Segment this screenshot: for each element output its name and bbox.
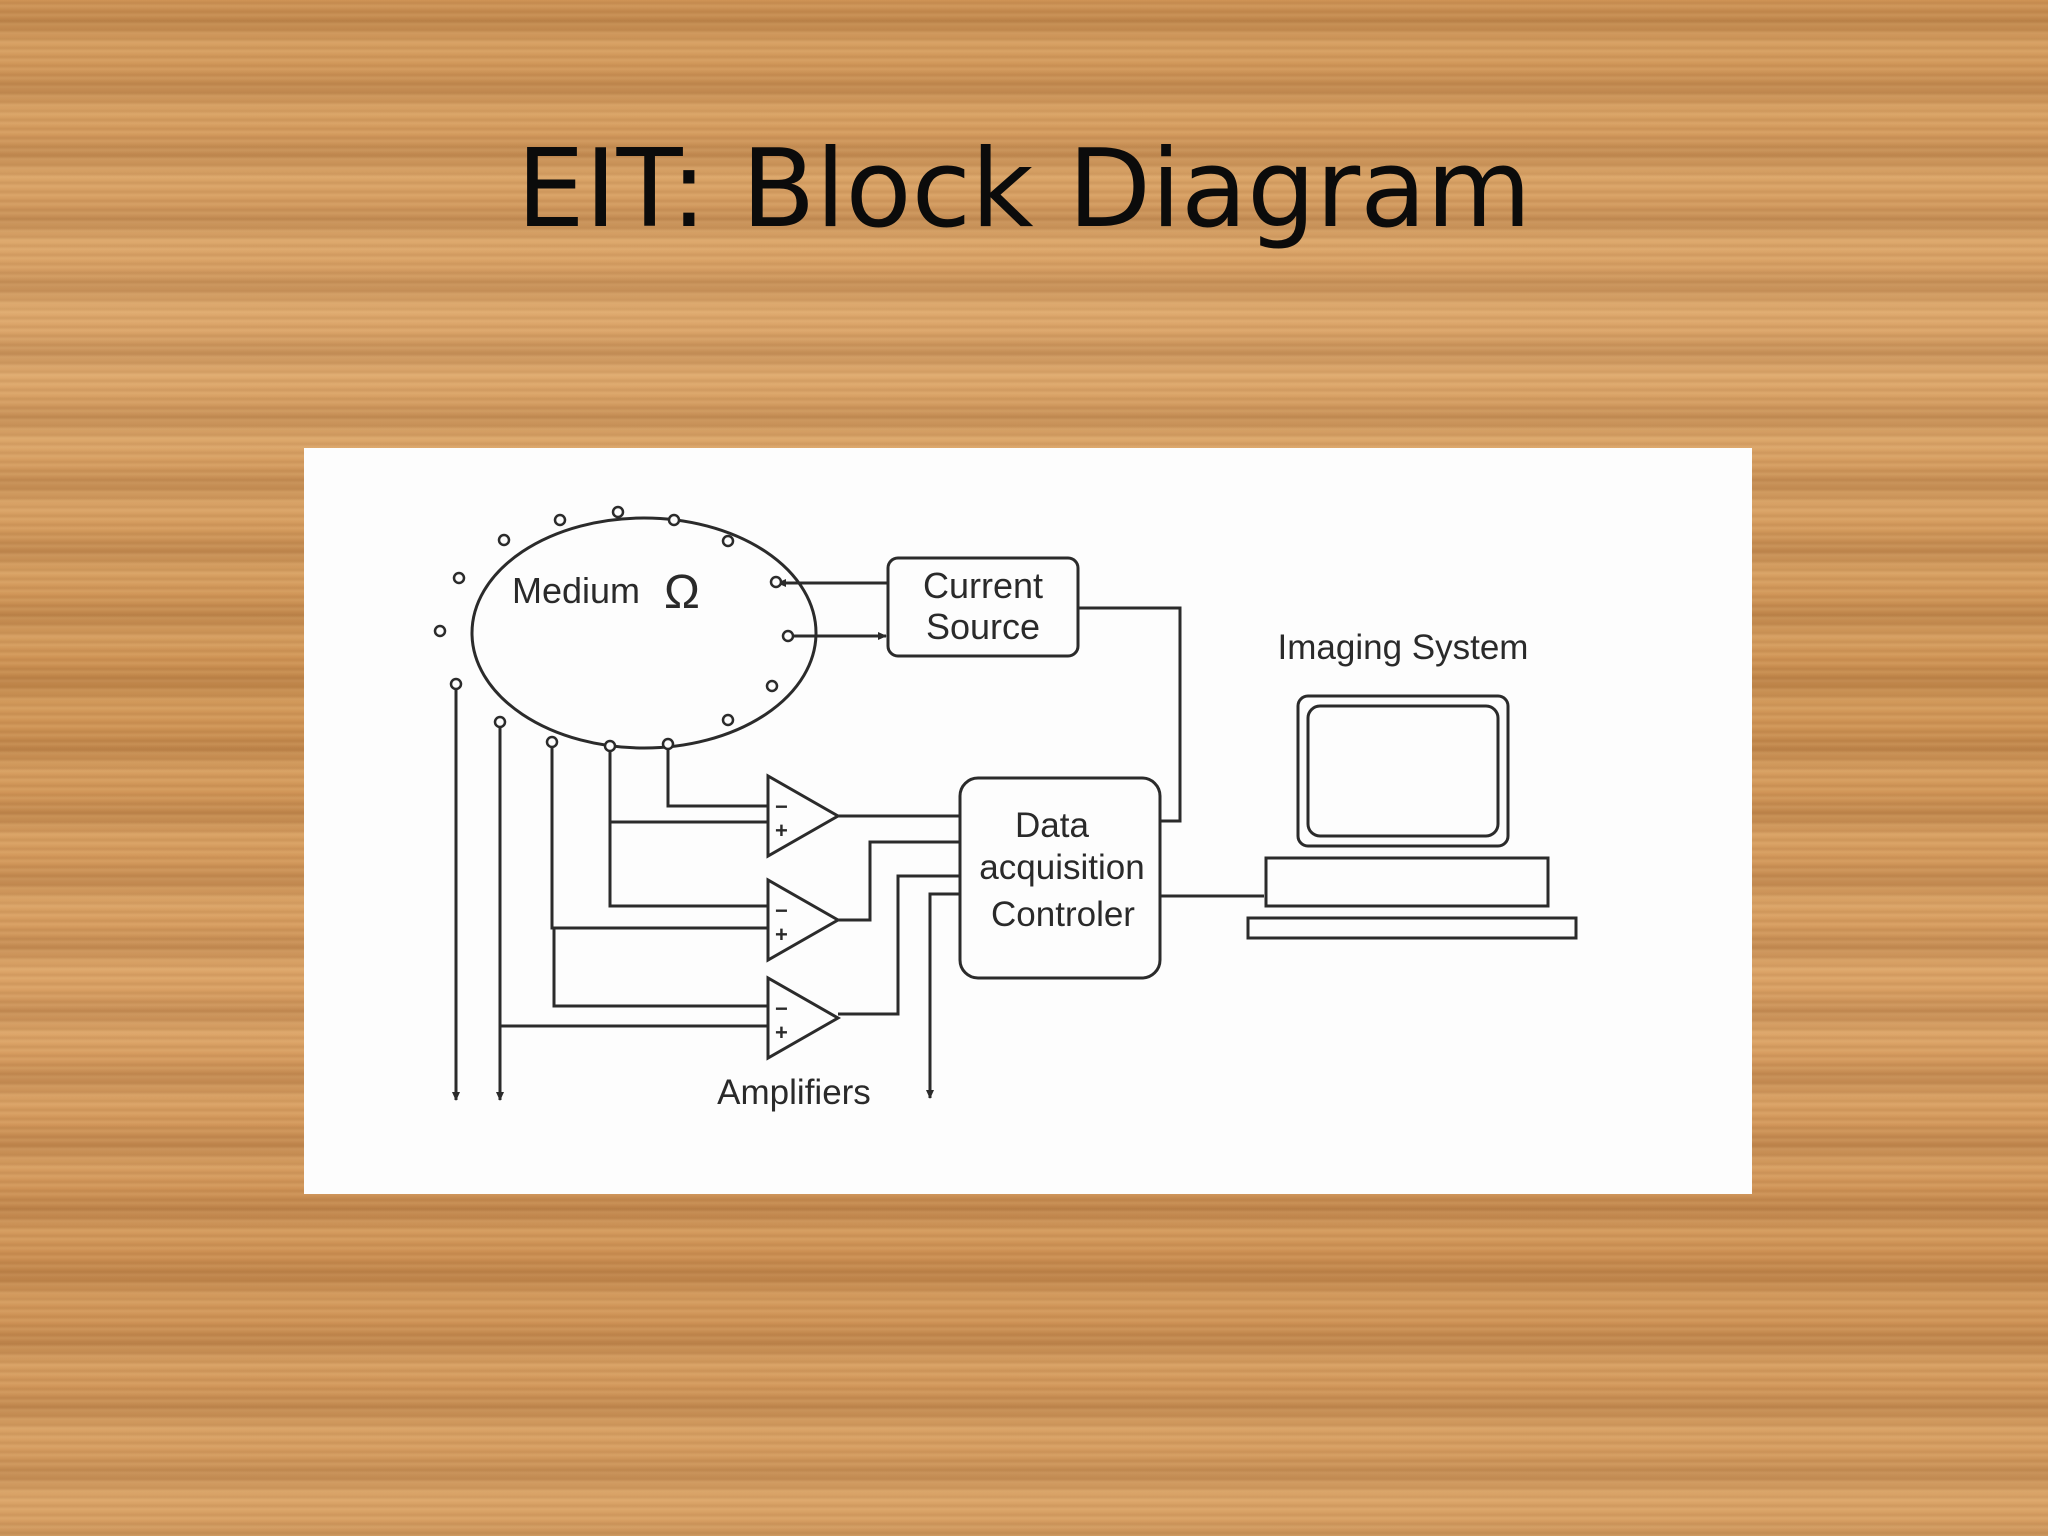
medium-ellipse xyxy=(470,516,818,750)
monitor-outer xyxy=(1296,694,1510,848)
diagram-panel: Medium Ω Current Source Data acquisition… xyxy=(304,448,1752,1194)
amp3-output-wire xyxy=(838,874,960,1016)
source-controller-wire xyxy=(1078,606,1182,823)
omega-symbol: Ω xyxy=(664,566,700,619)
lead-b xyxy=(608,746,768,824)
lead-d xyxy=(550,742,768,930)
electrode xyxy=(611,505,625,519)
lead-a xyxy=(666,745,768,808)
electrode xyxy=(781,629,795,643)
amp2-minus: − xyxy=(775,898,788,923)
computer-base xyxy=(1264,856,1550,908)
electrode xyxy=(497,533,511,547)
slide-title: EIT: Block Diagram xyxy=(516,127,1532,252)
electrode xyxy=(433,624,447,638)
electrode xyxy=(493,715,507,729)
electrode xyxy=(769,575,783,589)
electrode xyxy=(553,513,567,527)
current-source-label-line1: Current xyxy=(923,565,1043,606)
amp2-plus: + xyxy=(775,922,788,947)
amp3-minus: − xyxy=(775,996,788,1021)
electrode xyxy=(721,713,735,727)
controller-label-line1: Data xyxy=(1015,806,1089,845)
amplifier-2 xyxy=(766,877,842,963)
amp2-output-wire xyxy=(838,840,960,922)
imaging-system-label: Imaging System xyxy=(1278,628,1529,667)
lead-c xyxy=(608,822,768,908)
keyboard xyxy=(1246,916,1578,940)
monitor-screen xyxy=(1306,704,1500,838)
electrode xyxy=(449,677,463,691)
controller-down-wire xyxy=(926,892,960,1099)
amplifier-1 xyxy=(766,773,842,859)
amplifiers-label: Amplifiers xyxy=(717,1073,871,1112)
amplifier-3 xyxy=(766,975,842,1061)
lead-e xyxy=(552,928,768,1008)
amp1-minus: − xyxy=(775,794,788,819)
electrode xyxy=(661,737,675,751)
lead-f xyxy=(498,722,768,1028)
electrode xyxy=(667,513,681,527)
electrode xyxy=(545,735,559,749)
controller-box xyxy=(958,776,1162,980)
amp3-plus: + xyxy=(775,1020,788,1045)
medium-label: Medium xyxy=(512,570,640,611)
current-source-label-line2: Source xyxy=(926,606,1040,647)
electrode xyxy=(721,534,735,548)
controller-label-line3: Controler xyxy=(991,895,1135,934)
electrode xyxy=(452,571,466,585)
electrode xyxy=(603,739,617,753)
eit-block-diagram: Medium Ω Current Source Data acquisition… xyxy=(433,505,1578,1112)
electrode xyxy=(765,679,779,693)
amp1-plus: + xyxy=(775,818,788,843)
controller-label-line2: acquisition xyxy=(979,848,1144,887)
